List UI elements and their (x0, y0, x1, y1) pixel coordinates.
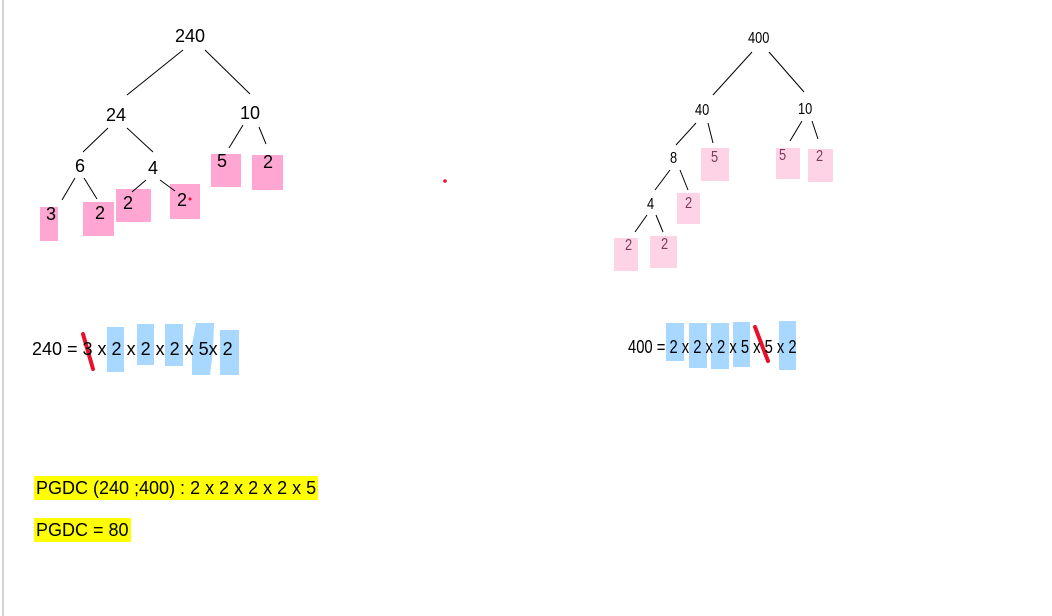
highlight (677, 193, 700, 224)
highlight (116, 189, 151, 222)
highlight (137, 324, 154, 365)
tree-branches (61, 49, 819, 233)
tree-node: 2 (95, 203, 106, 223)
equation-240: 240 = 3 x 2 x 2 x 2 x 5x 2 (32, 339, 233, 359)
highlight (165, 324, 183, 366)
tree-node: 10 (240, 103, 261, 123)
tree-node: 6 (75, 156, 86, 176)
highlight (666, 323, 684, 361)
tree-node: 5 (711, 149, 719, 166)
tree-node: 3 (46, 204, 57, 224)
highlight (170, 184, 200, 219)
highlight (808, 149, 833, 182)
equation-400: 400 = 2 x 2 x 2 x 5 x 5 x 2 (628, 337, 797, 357)
tree-node: 5 (779, 147, 787, 164)
highlight (689, 323, 707, 368)
highlight (220, 330, 239, 375)
equation-highlights (107, 321, 796, 375)
tree-node: 400 (748, 30, 770, 47)
highlight (650, 236, 677, 268)
tree-node: 2 (263, 152, 274, 172)
tree-node: 2 (123, 193, 134, 213)
tree-node: 2 (816, 148, 824, 165)
cross-out-strokes (81, 325, 770, 371)
tree-node: 40 (695, 102, 710, 119)
tree-node: 8 (670, 150, 678, 167)
highlight (192, 323, 214, 375)
tree-node: 5 (217, 151, 228, 171)
right-tree-highlights (614, 148, 833, 271)
page-left-border (2, 0, 4, 616)
cross-out-stroke (81, 332, 95, 371)
tree-node: 2 (661, 236, 669, 253)
cross-out-stroke (753, 325, 770, 363)
ink-dot (188, 197, 192, 201)
highlight (733, 322, 750, 367)
tree-node: 2 (177, 190, 188, 210)
tree-node: 2 (685, 195, 693, 212)
tree-node: 24 (106, 105, 127, 125)
left-tree-highlights (40, 154, 283, 241)
tree-node: 2 (625, 237, 633, 254)
ink-dot (443, 179, 447, 183)
highlight (107, 327, 124, 372)
highlight (40, 207, 58, 241)
tree-node: 4 (148, 158, 159, 178)
highlight (83, 202, 114, 236)
highlight (701, 148, 729, 181)
tree-node: 240 (175, 26, 206, 46)
pgdc-factors: PGDC (240 ;400) : 2 x 2 x 2 x 2 x 5 (34, 476, 319, 500)
highlight (211, 154, 241, 187)
tree-node: 4 (647, 196, 655, 213)
pgdc-value: PGDC = 80 (34, 518, 131, 542)
tree-node: 10 (798, 101, 813, 118)
highlight (252, 155, 283, 190)
highlight (711, 323, 729, 369)
highlight (776, 148, 800, 179)
highlight (779, 321, 796, 370)
highlight (614, 238, 638, 271)
